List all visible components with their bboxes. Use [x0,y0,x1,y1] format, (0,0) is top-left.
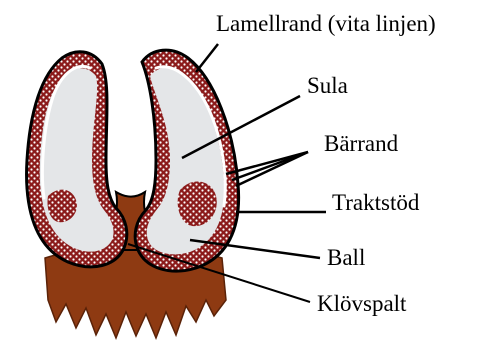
left-claw [27,52,127,267]
pointer-lamellrand [196,44,218,72]
label-sula: Sula [307,74,348,97]
right-claw [135,50,238,271]
label-lamellrand: Lamellrand (vita linjen) [216,12,436,35]
label-klovspalt: Klövspalt [317,292,406,315]
label-barrand: Bärrand [324,132,398,155]
label-ball: Ball [327,246,365,269]
label-traktstod: Traktstöd [332,191,419,214]
